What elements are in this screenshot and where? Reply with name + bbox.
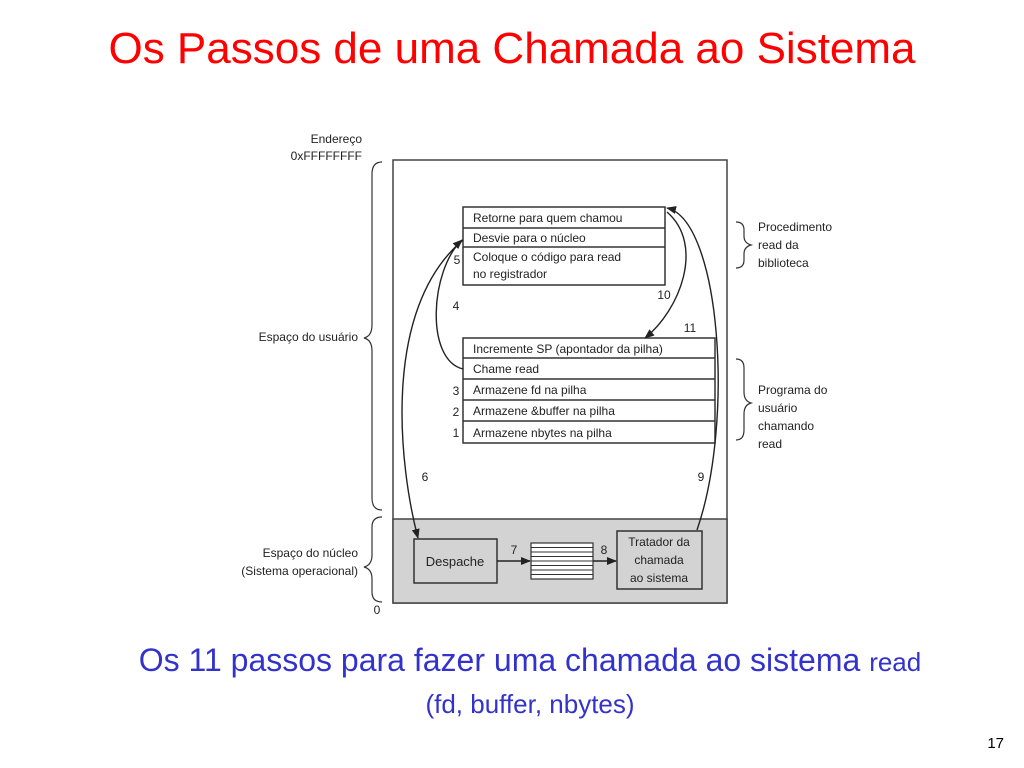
user-space-brace: [363, 161, 383, 511]
step-number: 7: [511, 543, 518, 557]
arrow-step-4: [435, 239, 464, 370]
user-program-box: Incremente SP (apontador da pilha) Chame…: [462, 337, 716, 444]
slide-caption: Os 11 passos para fazer uma chamada ao s…: [130, 640, 930, 724]
step-number: 1: [453, 426, 460, 440]
program-row: Armazene nbytes na pilha: [473, 426, 612, 440]
program-label-line: chamando: [758, 419, 814, 433]
library-row: Desvie para o núcleo: [473, 231, 586, 245]
kernel-space-sublabel: (Sistema operacional): [241, 564, 358, 578]
program-label-line: usuário: [758, 401, 798, 415]
library-procedure-box: Retorne para quem chamou Desvie para o n…: [462, 206, 666, 286]
user-space-label: Espaço do usuário: [259, 330, 359, 344]
step-number: 5: [454, 253, 461, 267]
library-row: Coloque o código para read: [473, 250, 621, 264]
library-brace: [735, 221, 754, 269]
handler-box: [616, 530, 703, 590]
handler-label-line: ao sistema: [630, 571, 688, 585]
library-label-line: biblioteca: [758, 256, 809, 270]
arrow-step-9: [666, 206, 719, 531]
library-row: Retorne para quem chamou: [473, 211, 622, 225]
step-number: 11: [684, 321, 697, 335]
slide-title: Os Passos de uma Chamada ao Sistema: [108, 24, 916, 73]
program-label-line: read: [758, 437, 782, 451]
kernel-space-brace: [363, 516, 383, 603]
dispatch-box: [413, 538, 498, 584]
program-brace: [735, 358, 754, 441]
arrow-step-10-11: [644, 211, 687, 339]
address-label: Endereço: [311, 132, 363, 146]
caption-code: read (fd, buffer, nbytes): [425, 647, 922, 719]
program-row: Incremente SP (apontador da pilha): [473, 342, 663, 356]
arrow-step-6: [401, 239, 464, 539]
program-row: Chame read: [473, 362, 539, 376]
handler-label-line: chamada: [634, 553, 684, 567]
handler-label-line: Tratador da: [628, 535, 690, 549]
kernel-space-label: Espaço do núcleo: [263, 546, 359, 560]
caption-main: Os 11 passos para fazer uma chamada ao s…: [138, 642, 861, 678]
program-label-line: Programa do: [758, 383, 828, 397]
library-row: no registrador: [473, 267, 547, 281]
dispatch-label: Despache: [426, 554, 485, 569]
program-row: Armazene &buffer na pilha: [473, 404, 615, 418]
step-number: 6: [422, 470, 429, 484]
step-number: 9: [698, 470, 705, 484]
page-number: 17: [987, 735, 1004, 752]
step-number: 4: [453, 299, 460, 313]
address-zero: 0: [374, 603, 381, 617]
library-label-line: read da: [758, 238, 799, 252]
address-value: 0xFFFFFFFF: [291, 149, 362, 163]
program-row: Armazene fd na pilha: [473, 383, 587, 397]
step-number: 3: [453, 384, 460, 398]
dispatch-table: [530, 542, 594, 580]
library-label-line: Procedimento: [758, 220, 832, 234]
step-number: 10: [657, 288, 671, 302]
step-number: 2: [453, 405, 460, 419]
step-number: 8: [601, 543, 608, 557]
